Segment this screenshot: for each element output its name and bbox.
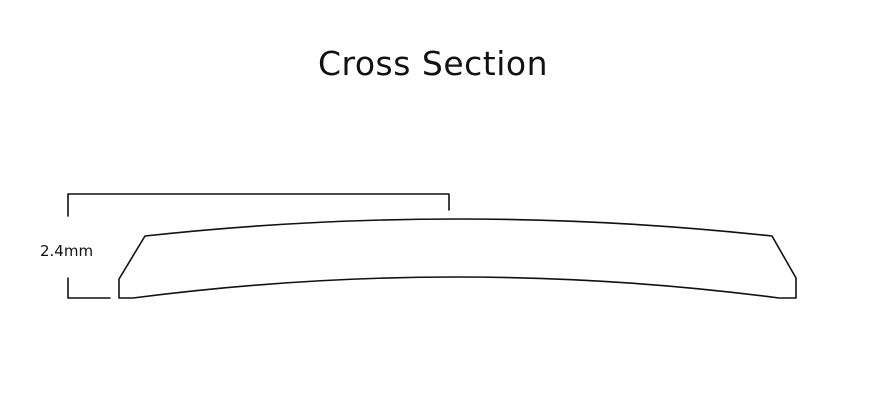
top-dimension-bracket xyxy=(67,193,450,217)
cross-section-profile xyxy=(118,218,797,299)
height-dimension-bracket xyxy=(67,277,111,299)
diagram-title: Cross Section xyxy=(317,44,549,83)
height-dimension-label: 2.4mm xyxy=(40,242,94,260)
